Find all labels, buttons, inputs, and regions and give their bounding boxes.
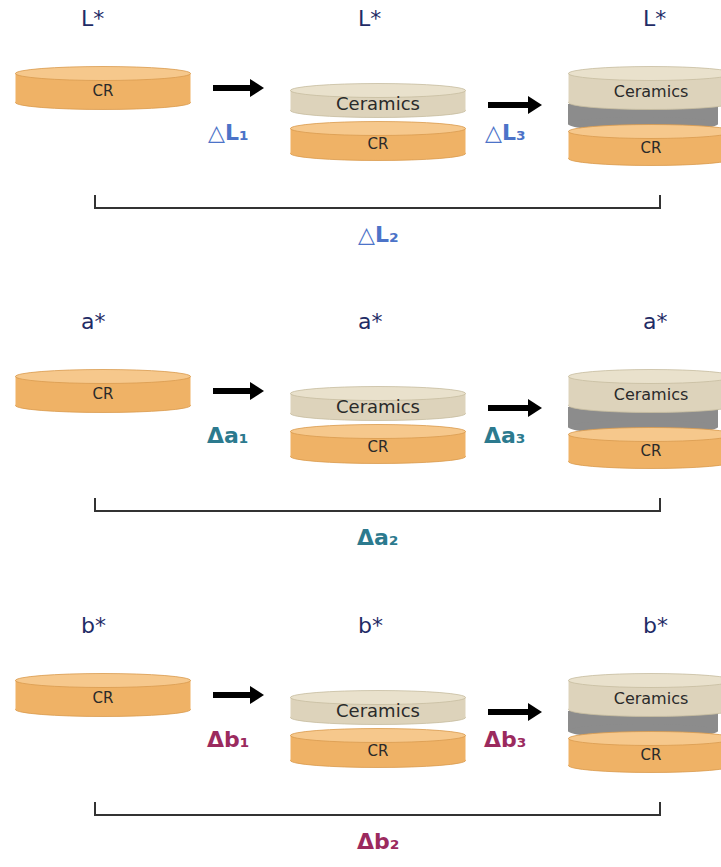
disk-layer: Ceramics [290, 83, 466, 118]
layer-label: Ceramics [290, 83, 466, 114]
difference-label: △L₂ [358, 222, 399, 247]
disk-layer: CR [568, 427, 721, 469]
disk-layer: CR [290, 424, 466, 464]
channel-label: a* [358, 309, 382, 334]
channel-label: b* [643, 613, 668, 638]
channel-label: L* [643, 6, 666, 31]
disk-layer: Ceramics [568, 673, 721, 717]
difference-label: Δa₂ [357, 525, 399, 550]
disk-layer: CR [15, 369, 191, 413]
disk-layer: Ceramics [568, 66, 721, 110]
process-arrow [488, 703, 542, 721]
bracket [95, 195, 660, 815]
difference-label: Δa₁ [207, 423, 249, 448]
channel-label: L* [81, 6, 104, 31]
disk-layer: CR [568, 124, 721, 166]
channel-label: L* [358, 6, 381, 31]
channel-label: a* [643, 309, 667, 334]
layer-label: CR [290, 728, 466, 760]
disk-layer: CR [568, 731, 721, 773]
grey-layer [568, 104, 718, 738]
layer-label: CR [290, 424, 466, 456]
disk-layer: Ceramics [290, 690, 466, 725]
channel-label: b* [358, 613, 383, 638]
layer-label: Ceramics [568, 66, 721, 101]
disk-layer: CR [15, 673, 191, 717]
difference-label: Δb₁ [207, 727, 249, 752]
disk-layer: CR [15, 66, 191, 110]
layer-label: CR [568, 124, 721, 157]
process-arrow [488, 399, 542, 417]
layer-label: Ceramics [290, 690, 466, 721]
layer-label: Ceramics [290, 386, 466, 417]
layer-label: Ceramics [568, 369, 721, 404]
disk-layer: CR [290, 121, 466, 161]
process-arrow [213, 686, 264, 704]
difference-label: Δa₃ [484, 423, 526, 448]
layer-label: CR [568, 427, 721, 460]
disk-layer: Ceramics [568, 369, 721, 413]
process-arrow [213, 79, 264, 97]
layer-label: CR [15, 369, 191, 403]
layer-label: CR [15, 66, 191, 100]
process-arrow [488, 96, 542, 114]
layer-label: Ceramics [568, 673, 721, 708]
layer-label: CR [568, 731, 721, 764]
difference-label: △L₃ [485, 120, 526, 145]
channel-label: a* [81, 309, 105, 334]
channel-label: b* [81, 613, 106, 638]
disk-layer: CR [290, 728, 466, 768]
difference-label: Δb₃ [484, 727, 526, 752]
layer-label: CR [290, 121, 466, 153]
process-arrow [213, 382, 264, 400]
layer-label: CR [15, 673, 191, 707]
difference-label: Δb₂ [357, 829, 399, 854]
difference-label: △L₁ [208, 120, 249, 145]
disk-layer: Ceramics [290, 386, 466, 421]
